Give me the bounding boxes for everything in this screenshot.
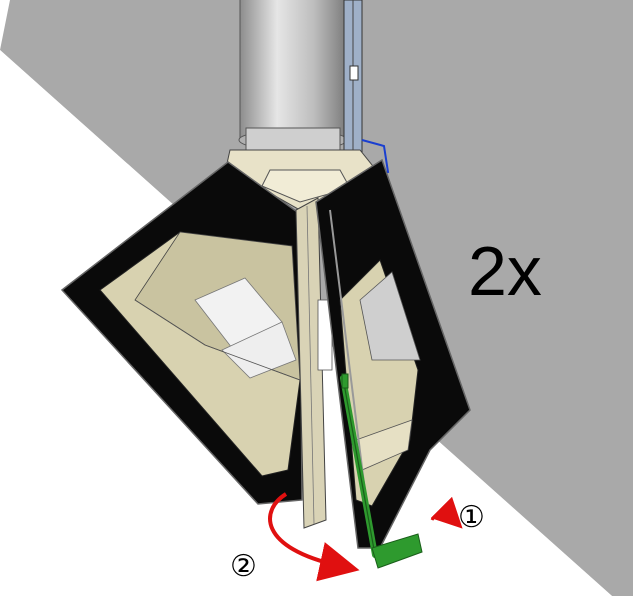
step-1-marker: ① xyxy=(458,500,485,535)
step-2-marker: ② xyxy=(230,549,257,584)
flue-pipe xyxy=(238,0,348,153)
centre-pillar xyxy=(295,197,333,529)
left-glass-panel xyxy=(60,161,303,505)
step-2-arrow xyxy=(268,492,360,582)
door-handle-tool xyxy=(340,373,423,569)
repeat-count-label: 2x xyxy=(468,232,542,310)
step-1-arrow xyxy=(430,496,463,529)
